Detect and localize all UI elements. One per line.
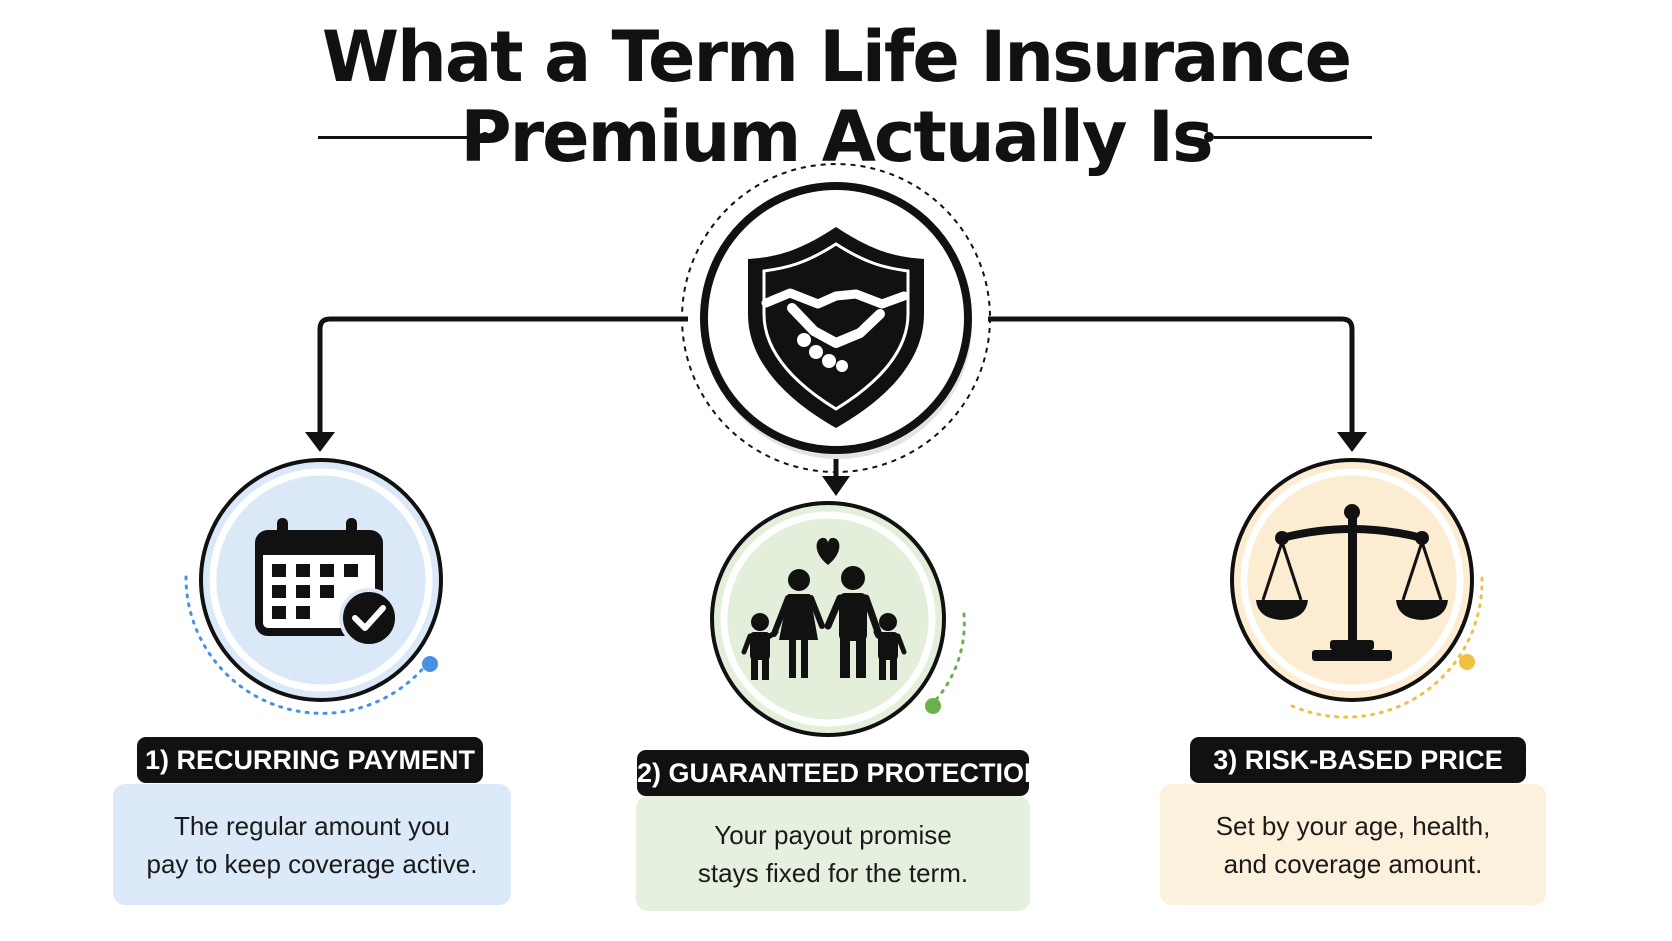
label-risk-based-price: 3) RISK-BASED PRICE	[1190, 737, 1526, 783]
desc-recurring-payment-line-1: The regular amount you	[173, 810, 451, 841]
label-recurring-payment: 1) RECURRING PAYMENT	[137, 737, 483, 783]
node-risk-based-price	[1230, 458, 1484, 719]
connector-right	[988, 316, 1367, 452]
title-line-1: What a Term Life Insurance	[321, 16, 1352, 98]
desc-recurring-payment-line-2: pay to keep coverage active.	[146, 848, 478, 879]
connector-left	[305, 316, 688, 452]
desc-guaranteed-protection-line-2: stays fixed for the term.	[697, 857, 969, 888]
scales-of-justice-icon	[1256, 504, 1448, 661]
desc-risk-based-price-line-2: and coverage amount.	[1223, 848, 1483, 879]
center-node	[681, 163, 991, 473]
calendar-check-icon	[255, 518, 399, 648]
title-divider-left	[318, 136, 480, 139]
shield-handshake-icon	[748, 227, 924, 428]
desc-risk-based-price: Set by your age, health, and coverage am…	[1160, 784, 1546, 905]
title-line-2: Premium Actually Is	[460, 96, 1213, 178]
desc-guaranteed-protection-line-1: Your payout promise	[714, 819, 952, 850]
node-guaranteed-protection	[710, 501, 966, 737]
desc-guaranteed-protection: Your payout promise stays fixed for the …	[636, 796, 1030, 911]
desc-risk-based-price-line-1: Set by your age, health,	[1215, 810, 1491, 841]
label-guaranteed-protection: 2) GUARANTEED PROTECTION	[637, 750, 1044, 796]
desc-recurring-payment: The regular amount you pay to keep cover…	[113, 784, 511, 905]
node-recurring-payment	[184, 458, 443, 715]
connector-center	[822, 455, 850, 496]
title-divider-right	[1214, 136, 1372, 139]
title-divider-dot-right	[1204, 132, 1214, 142]
title-divider-dot-left	[480, 132, 490, 142]
family-heart-icon	[741, 537, 907, 680]
